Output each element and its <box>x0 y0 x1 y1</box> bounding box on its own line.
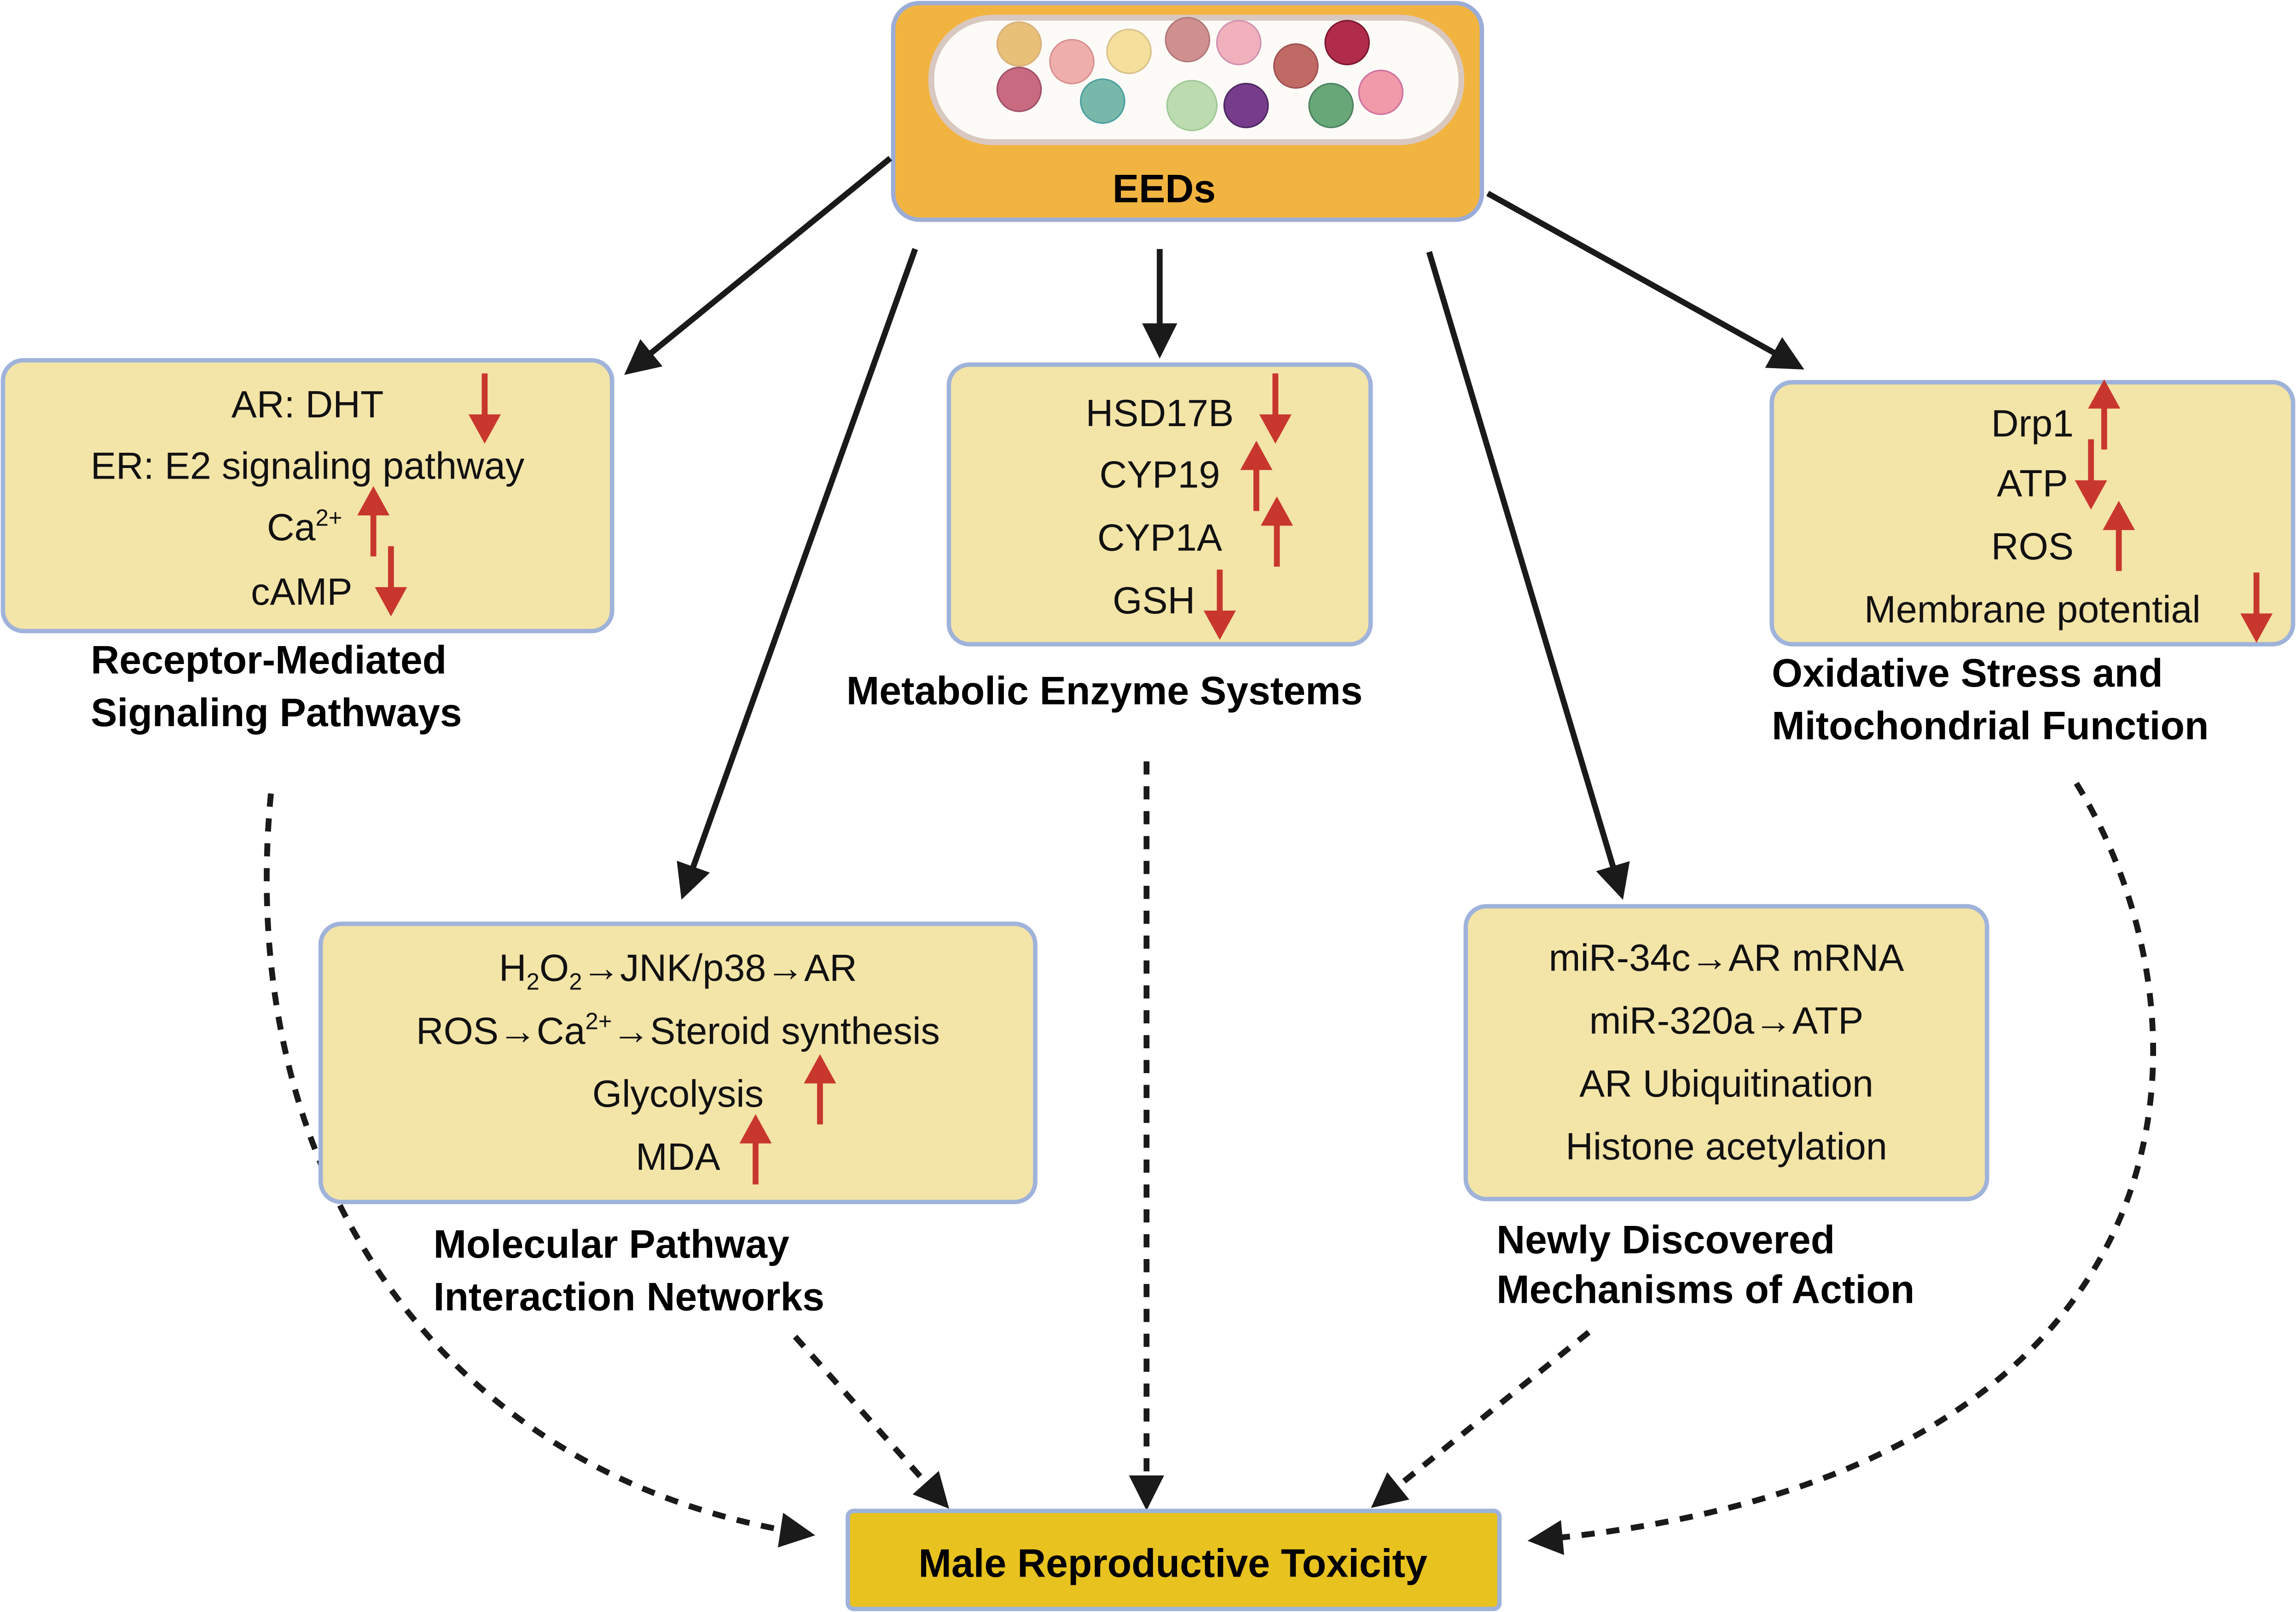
item-drp1: Drp1 <box>1991 402 2074 445</box>
down-arrow-icon <box>1203 569 1236 640</box>
dashed-arrows <box>264 761 2156 1555</box>
item-ca: Ca2+ <box>267 504 342 549</box>
pills-icon <box>996 17 1404 132</box>
up-arrow-icon <box>739 1114 772 1184</box>
down-arrow-icon <box>1259 373 1292 444</box>
item-mir34c: miR-34c→AR mRNA <box>1549 936 1904 979</box>
solid-arrows <box>624 156 1804 900</box>
item-cyp19: CYP19 <box>1099 453 1220 496</box>
eeds-node: EEDs <box>891 0 1484 222</box>
dashed-arrow-novel <box>1371 1330 1591 1508</box>
item-atp: ATP <box>1997 462 2068 505</box>
item-ros-pathway: ROS→Ca2+→Steroid synthesis <box>416 1008 940 1052</box>
up-arrow-icon <box>1240 440 1273 511</box>
item-ar-ubiquitination: AR Ubiquitination <box>1579 1062 1873 1105</box>
item-ar-dht: AR: DHT <box>232 383 384 426</box>
item-gsh: GSH <box>1113 579 1195 622</box>
up-arrow-icon <box>2103 501 2135 571</box>
down-arrow-icon <box>2075 439 2107 510</box>
up-arrow-icon <box>357 486 390 557</box>
eeds-label: EEDs <box>1113 167 1216 211</box>
item-ros: ROS <box>1991 525 2074 567</box>
item-hsd17b: HSD17B <box>1086 392 1234 434</box>
molecular-title-line2: Interaction Networks <box>434 1275 824 1319</box>
dashed-arrow-receptor <box>264 793 816 1548</box>
metabolic-title: Metabolic Enzyme Systems <box>847 669 1363 713</box>
item-mir320a: miR-320a→ATP <box>1589 999 1864 1042</box>
down-arrow-icon <box>468 373 501 444</box>
dashed-arrow-molecular <box>793 1335 950 1509</box>
male-reproductive-toxicity-node: Male Reproductive Toxicity <box>846 1508 1502 1612</box>
oxidative-title-line1: Oxidative Stress and <box>1772 651 2163 695</box>
molecular-pathway-box: H2O2→JNK/p38→AR ROS→Ca2+→Steroid synthes… <box>318 921 1038 1319</box>
arrow-to-molecular <box>677 248 918 900</box>
target-label: Male Reproductive Toxicity <box>918 1541 1427 1585</box>
oxidative-stress-box: Drp1 ATP ROS Membrane potential Oxidativ… <box>1769 379 2296 748</box>
up-arrow-icon <box>1260 496 1293 567</box>
arrow-to-oxidative <box>1486 191 1804 370</box>
item-er-e2: ER: E2 signaling pathway <box>91 445 525 487</box>
novel-title-line2: Mechanisms of Action <box>1496 1267 1914 1312</box>
arrow-to-receptor <box>624 156 893 375</box>
receptor-title-line2: Signaling Pathways <box>91 691 462 735</box>
oxidative-title-line2: Mitochondrial Function <box>1772 704 2209 748</box>
molecular-title-line1: Molecular Pathway <box>434 1222 789 1266</box>
down-arrow-icon <box>375 546 407 617</box>
down-arrow-icon <box>2240 572 2273 643</box>
item-mda: MDA <box>636 1135 720 1178</box>
item-histone-acetylation: Histone acetylation <box>1565 1125 1887 1168</box>
item-cyp1a: CYP1A <box>1097 516 1222 559</box>
novel-title-line1: Newly Discovered <box>1496 1218 1835 1262</box>
novel-mechanisms-box: miR-34c→AR mRNA miR-320a→ATP AR Ubiquiti… <box>1463 904 1989 1312</box>
up-arrow-icon <box>804 1054 836 1125</box>
arrow-to-novel <box>1426 251 1630 900</box>
receptor-title-line1: Receptor-Mediated <box>91 638 446 682</box>
metabolic-enzyme-box: HSD17B CYP19 CYP1A GSH Metabolic Enzyme … <box>847 362 1373 713</box>
item-glycolysis: Glycolysis <box>592 1072 764 1115</box>
receptor-mediated-box: AR: DHT ER: E2 signaling pathway Ca2+ cA… <box>0 358 615 735</box>
item-camp: cAMP <box>251 570 353 613</box>
item-membrane-potential: Membrane potential <box>1864 588 2201 630</box>
item-h2o2-pathway: H2O2→JNK/p38→AR <box>499 947 857 995</box>
up-arrow-icon <box>2088 379 2121 450</box>
dashed-arrow-oxidative <box>1527 781 2156 1555</box>
